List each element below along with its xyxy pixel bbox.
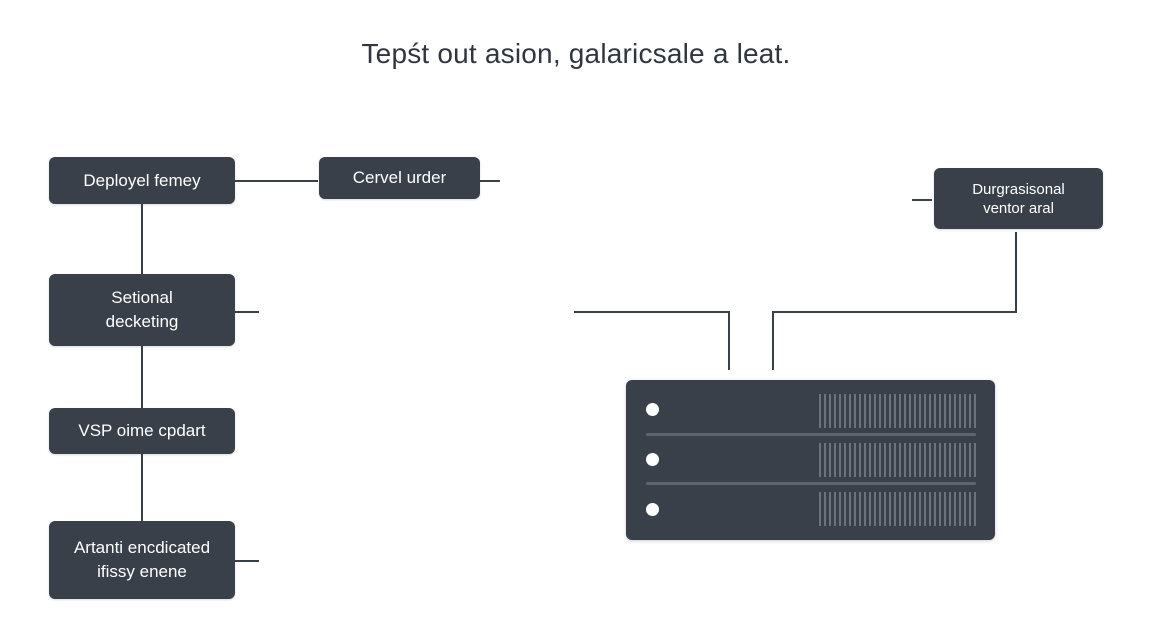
server-divider-2 [646, 482, 976, 485]
node-artanti-line2: ifissy enene [97, 562, 187, 581]
server-led-3 [646, 503, 659, 516]
node-deployel-label: Deployel femey [83, 170, 201, 190]
diagram-title: Tepśt out asion, galaricsale a leat. [361, 38, 791, 69]
server-divider-1 [646, 433, 976, 436]
node-setional-line1: Setional [111, 288, 173, 307]
node-cervel-urder[interactable]: Cervel urder [319, 157, 480, 199]
node-vsp-label: VSP oime cpdart [78, 421, 206, 440]
connector-server-left [574, 311, 730, 370]
node-setional-decketing[interactable]: Setional decketing [49, 274, 235, 346]
node-durgrasisonal[interactable]: Durgrasisonal ventor aral [934, 168, 1103, 229]
server-led-1 [646, 403, 659, 416]
server-vent-1 [819, 394, 977, 428]
server-rack-icon [626, 380, 995, 540]
node-setional-line2: decketing [105, 312, 179, 331]
node-artanti-line1: Artanti encdicated [73, 538, 211, 557]
server-led-2 [646, 453, 659, 466]
server-vent-3 [819, 492, 977, 526]
server-vent-2 [819, 443, 977, 477]
node-vsp-oime-cpdart[interactable]: VSP oime cpdart [49, 408, 235, 454]
connector-server-right [772, 232, 1017, 370]
node-durgrasisonal-line1: Durgrasisonal [972, 180, 1065, 198]
node-artanti-encdicated[interactable]: Artanti encdicated ifissy enene [49, 521, 235, 599]
node-cervel-label: Cervel urder [352, 168, 447, 187]
node-deployel-femey[interactable]: Deployel femey [49, 157, 235, 204]
node-durgrasisonal-line2: ventor aral [983, 199, 1054, 217]
